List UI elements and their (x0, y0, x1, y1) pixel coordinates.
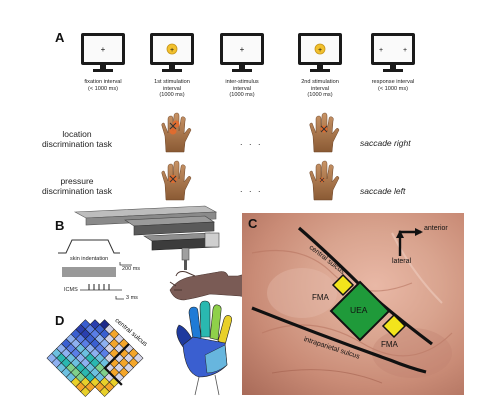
grid-cell (99, 386, 110, 397)
cortex-vessels (251, 232, 453, 384)
monitor-illustrations: + + + + + + (81, 33, 415, 72)
lateral-label: lateral (392, 258, 412, 265)
hand-pressure-stim2 (309, 160, 340, 201)
anterior-label: anterior (424, 225, 448, 232)
scale-bar-3ms: 3 ms (126, 295, 138, 301)
svg-text:+: + (240, 45, 245, 54)
hand-location-stim1 (161, 112, 192, 153)
fma-label-top: FMA (312, 293, 329, 302)
panel-letter-d: D (55, 313, 65, 328)
scale-bar-200ms: 200 ms (122, 266, 141, 272)
fma-label-bottom: FMA (381, 340, 398, 349)
icms-label: ICMS (64, 287, 78, 293)
monitor-fixation: + (81, 33, 125, 72)
monitor-interstimulus: + (220, 33, 264, 72)
monitor-response: + + (371, 33, 415, 72)
response-saccade-left: saccade left (360, 186, 406, 196)
skin-indentation-label: skin indentation (70, 256, 109, 262)
hand-illustrations (161, 112, 340, 201)
panel-letter-c: C (248, 216, 258, 231)
svg-text:+: + (379, 47, 383, 54)
panel-letter-b: B (55, 218, 65, 233)
svg-text:+: + (101, 45, 106, 54)
svg-text:+: + (318, 47, 322, 54)
monitor-stim2: + (298, 33, 342, 72)
panel-letter-a: A (55, 30, 65, 45)
phase-label-fixation: fixation interval(< 1000 ms) (84, 79, 122, 92)
uea-label: UEA (350, 305, 368, 315)
grid-cell (80, 386, 91, 397)
hand-pressure-stim1 (161, 160, 192, 201)
central-sulcus-line-d (103, 343, 130, 386)
svg-text:+: + (403, 47, 407, 54)
phase-label-response: response interval(< 1000 ms) (371, 79, 415, 92)
monitor-stim1: + (150, 33, 194, 72)
hand-location-stim2 (309, 112, 340, 153)
svg-text:+: + (170, 47, 174, 54)
ellipsis-row2: . . . (240, 184, 263, 194)
ellipsis-row1: . . . (240, 137, 263, 147)
response-saccade-right: saccade right (360, 138, 411, 148)
